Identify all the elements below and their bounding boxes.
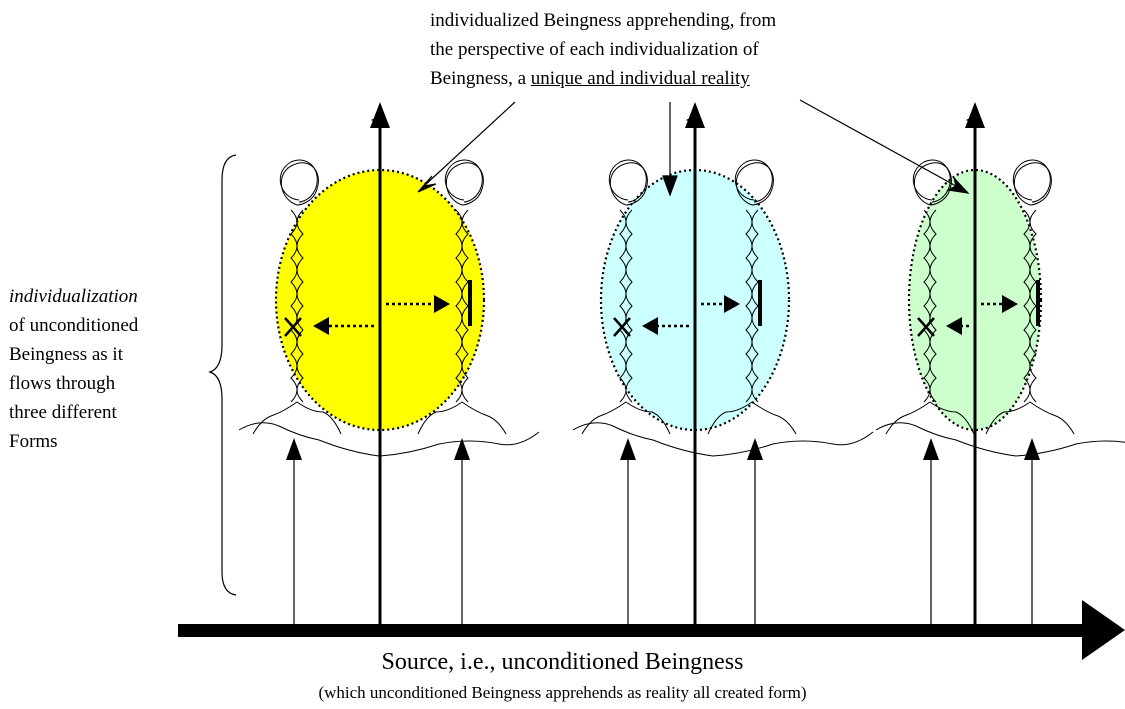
- form-3-side-arrowhead-1: [923, 438, 939, 460]
- top-caption-line-1: individualized Beingness apprehending, f…: [430, 6, 900, 35]
- source-sublabel: (which unconditioned Beingness apprehend…: [0, 682, 1125, 704]
- form-1-barrier: [468, 280, 472, 326]
- form-1-central-arrowhead: [370, 102, 390, 128]
- form-1-side-arrowhead-1: [286, 438, 302, 460]
- form-1: [239, 102, 539, 624]
- form-3-base-wave: [876, 423, 1125, 456]
- form-3: [876, 102, 1125, 624]
- source-label: Source, i.e., unconditioned Beingness: [0, 648, 1125, 676]
- side-caption: individualization of unconditioned Being…: [9, 282, 209, 456]
- brace: [210, 155, 236, 595]
- form-2-central-arrowhead: [685, 102, 705, 128]
- form-3-central-arrowhead: [965, 102, 985, 128]
- top-caption-line-3: Beingness, a unique and individual reali…: [430, 64, 900, 93]
- side-caption-line-2: of unconditioned: [9, 311, 209, 340]
- form-2-barrier: [758, 280, 762, 326]
- side-caption-italic: individualization: [9, 282, 209, 311]
- form-3-side-arrowhead-2: [1024, 438, 1040, 460]
- form-2: [573, 102, 873, 624]
- top-caption: individualized Beingness apprehending, f…: [430, 6, 900, 93]
- form-2-base-wave: [573, 423, 873, 456]
- pointer-to-form-1: [424, 102, 515, 186]
- top-caption-line-2: the perspective of each individualizatio…: [430, 35, 900, 64]
- form-2-side-arrowhead-1: [620, 438, 636, 460]
- form-2-side-arrowhead-2: [747, 438, 763, 460]
- side-caption-line-5: three different: [9, 398, 209, 427]
- side-caption-line-3: Beingness as it: [9, 340, 209, 369]
- side-caption-line-4: flows through: [9, 369, 209, 398]
- side-caption-line-6: Forms: [9, 427, 209, 456]
- pointer-to-form-3: [800, 100, 956, 186]
- form-3-barrier: [1036, 280, 1040, 326]
- top-caption-line-3-prefix: Beingness, a: [430, 68, 531, 89]
- top-caption-underlined: unique and individual reality: [531, 68, 750, 89]
